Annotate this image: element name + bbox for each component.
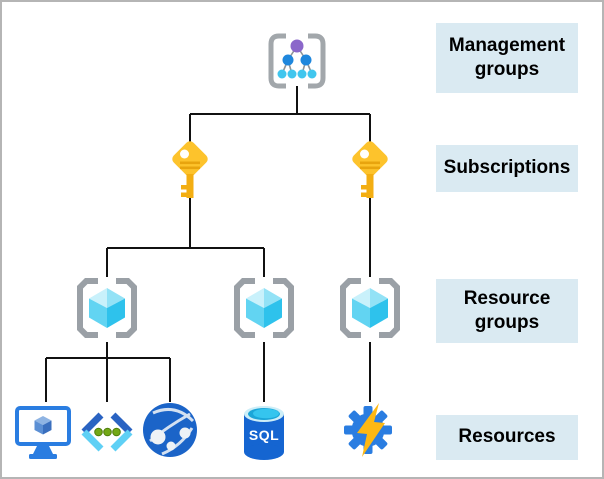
resource-group-icon — [77, 278, 137, 338]
label-text: Resources — [458, 426, 556, 448]
subscription-key-icon — [352, 141, 388, 198]
subscription-key-icon — [172, 141, 208, 198]
label-resource-groups: Resource groups — [436, 279, 578, 343]
virtual-machine-icon — [15, 406, 71, 459]
resource-code — [79, 408, 135, 456]
resource-automation — [341, 400, 399, 460]
sql-database-icon: SQL — [244, 406, 284, 460]
label-text: Management groups — [448, 34, 566, 80]
resource-group-icon — [234, 278, 294, 338]
resource-group-node-3 — [337, 276, 403, 340]
resource-group-icon — [340, 278, 400, 338]
resource-group-node-1 — [74, 276, 140, 340]
subscription-node-left — [168, 141, 212, 201]
label-subscriptions: Subscriptions — [436, 145, 578, 192]
label-resources: Resources — [436, 415, 578, 460]
subscription-node-right — [348, 141, 392, 201]
resource-app-service — [141, 401, 199, 459]
label-text: Resource groups — [463, 287, 551, 333]
resource-virtual-machine — [15, 406, 71, 460]
resource-sql-database: SQL — [240, 402, 288, 462]
resource-group-node-2 — [231, 276, 297, 340]
app-service-globe-icon — [143, 403, 197, 457]
label-management-groups: Management groups — [436, 23, 578, 93]
code-brackets-icon — [81, 412, 133, 452]
label-text: Subscriptions — [443, 157, 571, 179]
automation-gear-icon — [344, 403, 392, 457]
sql-label: SQL — [249, 427, 279, 443]
management-group-node — [265, 31, 329, 91]
management-group-icon — [268, 33, 326, 89]
